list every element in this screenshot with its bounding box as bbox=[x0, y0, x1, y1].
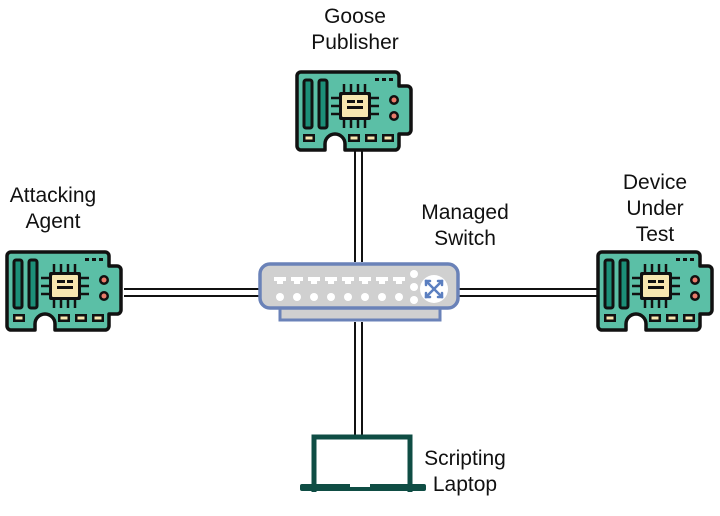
laptop-icon bbox=[300, 434, 426, 492]
device-under-test-label: Device Under Test bbox=[622, 171, 688, 246]
network-switch-icon bbox=[258, 262, 460, 322]
circuit-board-icon bbox=[7, 252, 121, 330]
goose-publisher-node bbox=[295, 70, 415, 152]
attacking-agent-label: Attacking Agent bbox=[9, 184, 97, 233]
device-under-test-node bbox=[596, 250, 716, 332]
managed-switch-label: Managed Switch bbox=[421, 201, 509, 250]
edge-device-under-test-switch bbox=[458, 288, 600, 297]
managed-switch-node bbox=[258, 262, 460, 322]
circuit-board-icon bbox=[598, 252, 712, 330]
edge-laptop-switch bbox=[354, 322, 363, 436]
scripting-laptop-node bbox=[300, 434, 426, 492]
scripting-laptop-label: Scripting Laptop bbox=[424, 447, 506, 496]
goose-publisher-label: Goose Publisher bbox=[311, 5, 399, 54]
switch-arrows-icon bbox=[424, 279, 444, 299]
edge-goose-publisher-switch bbox=[354, 148, 363, 262]
circuit-board-icon bbox=[297, 72, 411, 150]
attacking-agent-node bbox=[5, 250, 125, 332]
edge-attacking-agent-switch bbox=[124, 288, 260, 297]
